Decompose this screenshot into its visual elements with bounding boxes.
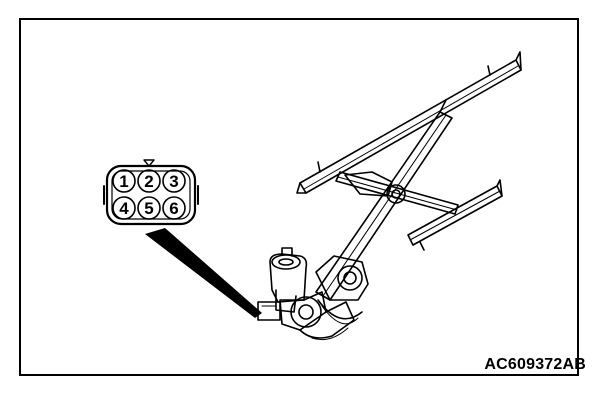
connector-pin-numbers: 1 2 3 4 5 6: [119, 172, 178, 218]
equalizer-arm: [335, 171, 459, 215]
motor-assembly: [257, 247, 355, 341]
pin-6-label: 6: [169, 199, 178, 218]
motor-connector: [257, 301, 281, 321]
pin-1-label: 1: [119, 172, 128, 191]
pin-4-label: 4: [119, 199, 129, 218]
pin-5-label: 5: [144, 199, 153, 218]
pin-2-label: 2: [144, 172, 153, 191]
leader-arrow: [145, 228, 262, 318]
pivot-hub: [386, 184, 406, 204]
connector-face: [103, 159, 199, 226]
connector-key-mark: [143, 159, 155, 167]
lower-rail: [407, 179, 503, 251]
figure-id: AC609372AB: [484, 356, 586, 373]
pin-3-label: 3: [169, 172, 178, 191]
lift-arm: [315, 99, 453, 301]
upper-rail: [296, 51, 522, 194]
